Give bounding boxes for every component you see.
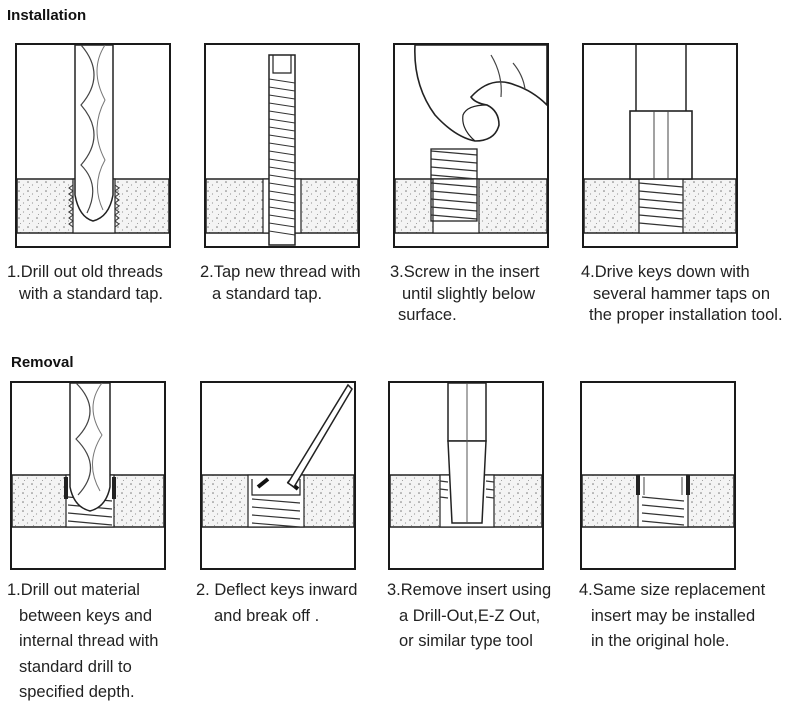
removal-step-3-illustration <box>388 381 544 570</box>
extractor-tool-drawing <box>390 383 542 528</box>
removal-step-1-caption: 1.Drill out material between keys and in… <box>7 581 159 701</box>
drill-in-hole-drawing <box>17 45 169 234</box>
removal-step-4-caption: 4.Same size replacement insert may be in… <box>579 581 766 650</box>
replacement-insert-drawing <box>582 474 734 528</box>
drill-insert-drawing <box>12 383 164 528</box>
install-step-2-caption: 2.Tap new thread with a standard tap. <box>200 263 361 303</box>
deflect-keys-drawing <box>202 383 354 528</box>
installation-title: Installation <box>7 7 87 24</box>
tap-in-hole-drawing <box>206 54 358 246</box>
removal-title: Removal <box>11 354 74 371</box>
install-step-4-illustration <box>582 43 738 248</box>
removal-step-2-illustration <box>200 381 356 570</box>
install-step-1-illustration <box>15 43 171 248</box>
install-step-3-caption: 3.Screw in the insert until slightly bel… <box>390 263 540 324</box>
install-step-2-illustration <box>204 43 360 248</box>
install-step-1-caption: 1.Drill out old threads with a standard … <box>7 263 164 303</box>
insert-screw-drawing <box>395 45 547 234</box>
install-tool-drawing <box>584 45 736 234</box>
removal-step-1-illustration <box>10 381 166 570</box>
removal-step-4-illustration <box>580 381 736 570</box>
removal-step-3-caption: 3.Remove insert using a Drill-Out,E-Z Ou… <box>387 581 552 650</box>
removal-step-2-caption: 2. Deflect keys inward and break off . <box>196 581 358 625</box>
install-step-4-caption: 4.Drive keys down with several hammer ta… <box>581 263 783 324</box>
install-step-3-illustration <box>393 43 549 248</box>
